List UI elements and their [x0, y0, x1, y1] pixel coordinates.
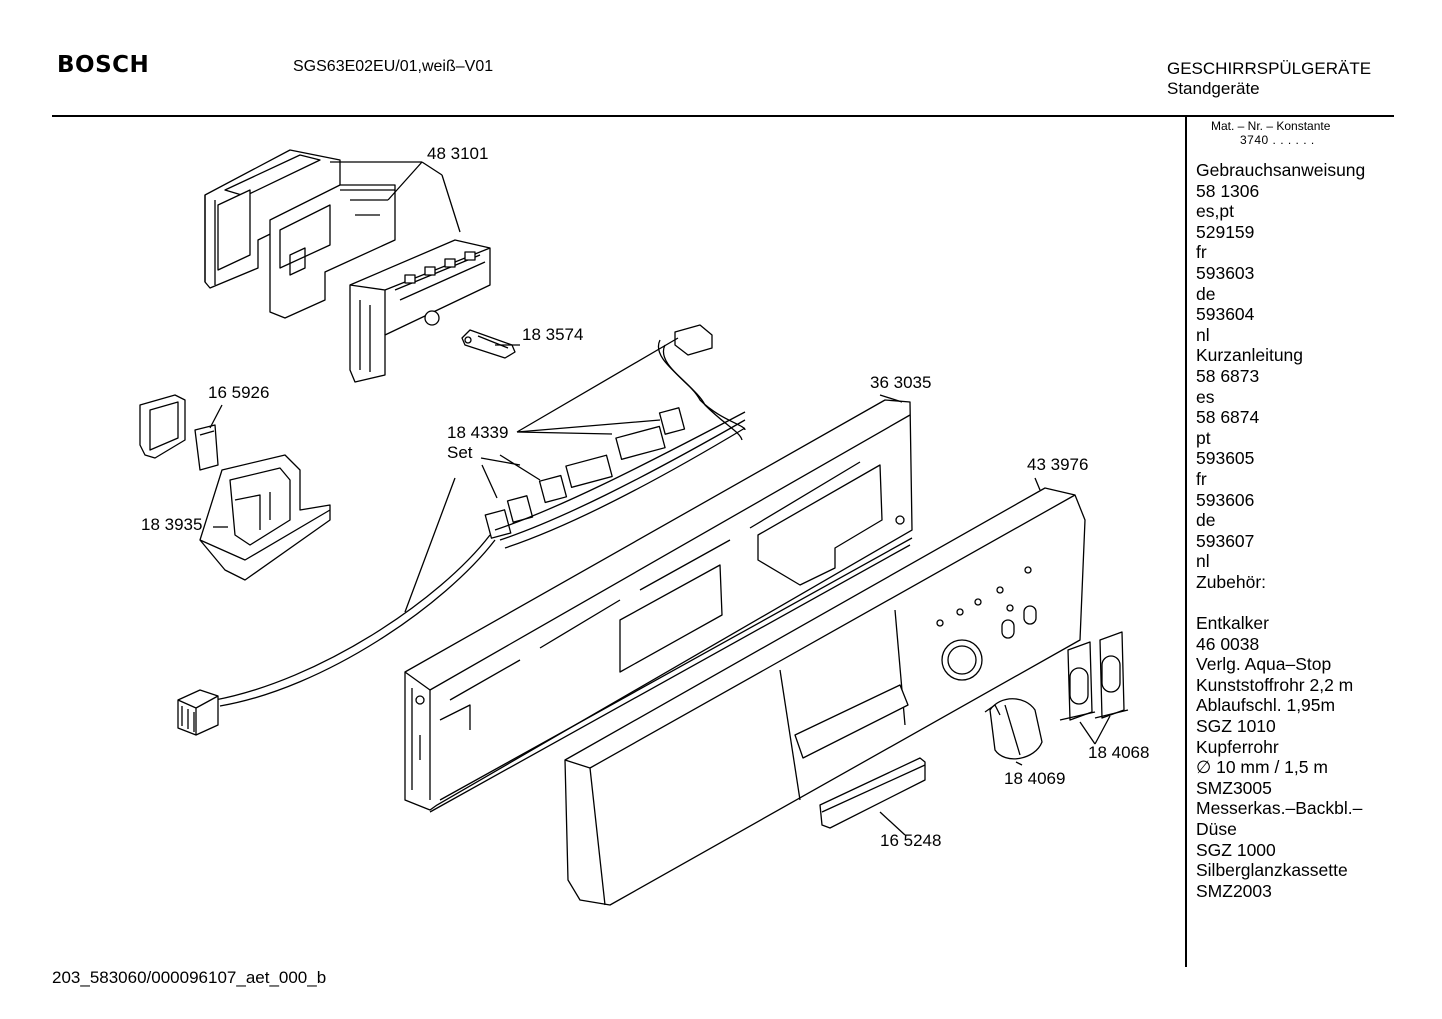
control-module-part — [204, 149, 491, 383]
parts-list-item: Verlg. Aqua–Stop — [1196, 654, 1332, 675]
material-number-code: 3740 . . . . . . — [1240, 133, 1315, 147]
sensor-part — [461, 329, 516, 359]
parts-list-item: 58 1306 — [1196, 180, 1260, 201]
parts-list-item: fr — [1196, 242, 1207, 263]
callout-165926: 16 5926 — [208, 383, 270, 402]
parts-list-item: nl — [1196, 324, 1210, 345]
parts-list-item: 593607 — [1196, 530, 1255, 551]
header-rule — [52, 115, 1394, 117]
parts-list-item: Silberglanzkassette — [1196, 860, 1348, 881]
parts-list-item: Messerkas.–Backbl.– — [1196, 798, 1363, 819]
brand-logo: BOSCH — [57, 52, 150, 78]
callout-184069: 18 4069 — [1004, 769, 1066, 788]
drawing-id: 203_583060/000096107_aet_000_b — [52, 968, 327, 987]
leader-363035 — [879, 394, 903, 403]
parts-list-item: Gebrauchsanweisung — [1196, 160, 1366, 180]
parts-list-item: SGZ 1010 — [1196, 716, 1276, 737]
sidebar-divider — [1185, 117, 1187, 967]
parts-list-item: SMZ2003 — [1196, 880, 1272, 901]
leader-184339 — [404, 337, 679, 613]
callout-183574: 18 3574 — [522, 325, 584, 344]
parts-list-item: Ablaufschl. 1,95m — [1196, 695, 1336, 716]
parts-list-item: 593605 — [1196, 448, 1255, 469]
product-category: GESCHIRRSPÜLGERÄTE Standgeräte — [1167, 59, 1371, 99]
parts-list-item: SGZ 1000 — [1196, 839, 1276, 860]
material-number-label: Mat. – Nr. – Konstante — [1211, 119, 1331, 133]
category-subtitle: Standgeräte — [1167, 79, 1260, 98]
cover-clip-part — [139, 394, 219, 471]
leader-165926 — [209, 404, 223, 429]
callout-165248: 16 5248 — [880, 831, 942, 850]
handle-strip-part — [819, 757, 926, 829]
model-number: SGS63E02EU/01,weiß–V01 — [293, 58, 494, 75]
parts-list-item: 593603 — [1196, 262, 1255, 283]
parts-list-item: fr — [1196, 468, 1207, 489]
parts-list-item: nl — [1196, 551, 1210, 572]
parts-list-item: 593604 — [1196, 304, 1255, 325]
leader-184068 — [1079, 715, 1111, 745]
leader-483101 — [330, 161, 461, 233]
parts-list-item: ∅ 10 mm / 1,5 m — [1196, 757, 1328, 778]
parts-list-item: 46 0038 — [1196, 633, 1260, 654]
leader-184069 — [1015, 761, 1023, 766]
parts-list-item: Kurzanleitung — [1196, 345, 1304, 366]
callout-184068: 18 4068 — [1088, 743, 1150, 762]
parts-list-item: Düse — [1196, 819, 1237, 839]
panel-frame-part — [404, 399, 913, 813]
rotary-knob-part — [984, 698, 1043, 760]
callout-184339-set: Set — [447, 443, 473, 462]
parts-list-item: de — [1196, 510, 1216, 531]
parts-list-item: Kupferrohr — [1196, 736, 1279, 757]
parts-list-item: es — [1196, 386, 1215, 407]
material-number-header: Mat. – Nr. – Konstante 3740 . . . . . . — [1211, 119, 1330, 147]
leader-165248 — [879, 811, 906, 836]
holder-bracket-part — [199, 454, 331, 581]
parts-list-item: es,pt — [1196, 201, 1234, 222]
parts-list-item: pt — [1196, 427, 1211, 448]
front-fascia-part — [564, 487, 1086, 906]
callout-183935: 18 3935 — [141, 515, 203, 534]
parts-list-item: 529159 — [1196, 221, 1255, 242]
parts-list-item: 593606 — [1196, 489, 1255, 510]
parts-list-item: Kunststoffrohr 2,2 m — [1196, 674, 1354, 695]
callout-363035: 36 3035 — [870, 373, 932, 392]
wiring-harness-part — [177, 324, 746, 736]
callout-483101: 48 3101 — [427, 144, 489, 163]
callout-184339: 18 4339 — [447, 423, 509, 442]
callout-433976: 43 3976 — [1027, 455, 1089, 474]
parts-list-item: 58 6874 — [1196, 407, 1260, 428]
parts-list-item: 58 6873 — [1196, 365, 1260, 386]
parts-list-item: Zubehör: — [1196, 571, 1267, 592]
parts-list-item: de — [1196, 283, 1216, 304]
parts-list-item: Entkalker — [1196, 613, 1269, 634]
parts-list-item: SMZ3005 — [1196, 777, 1272, 798]
category-title: GESCHIRRSPÜLGERÄTE — [1167, 59, 1372, 78]
leader-433976 — [1034, 477, 1041, 491]
push-button-part — [1059, 631, 1129, 721]
